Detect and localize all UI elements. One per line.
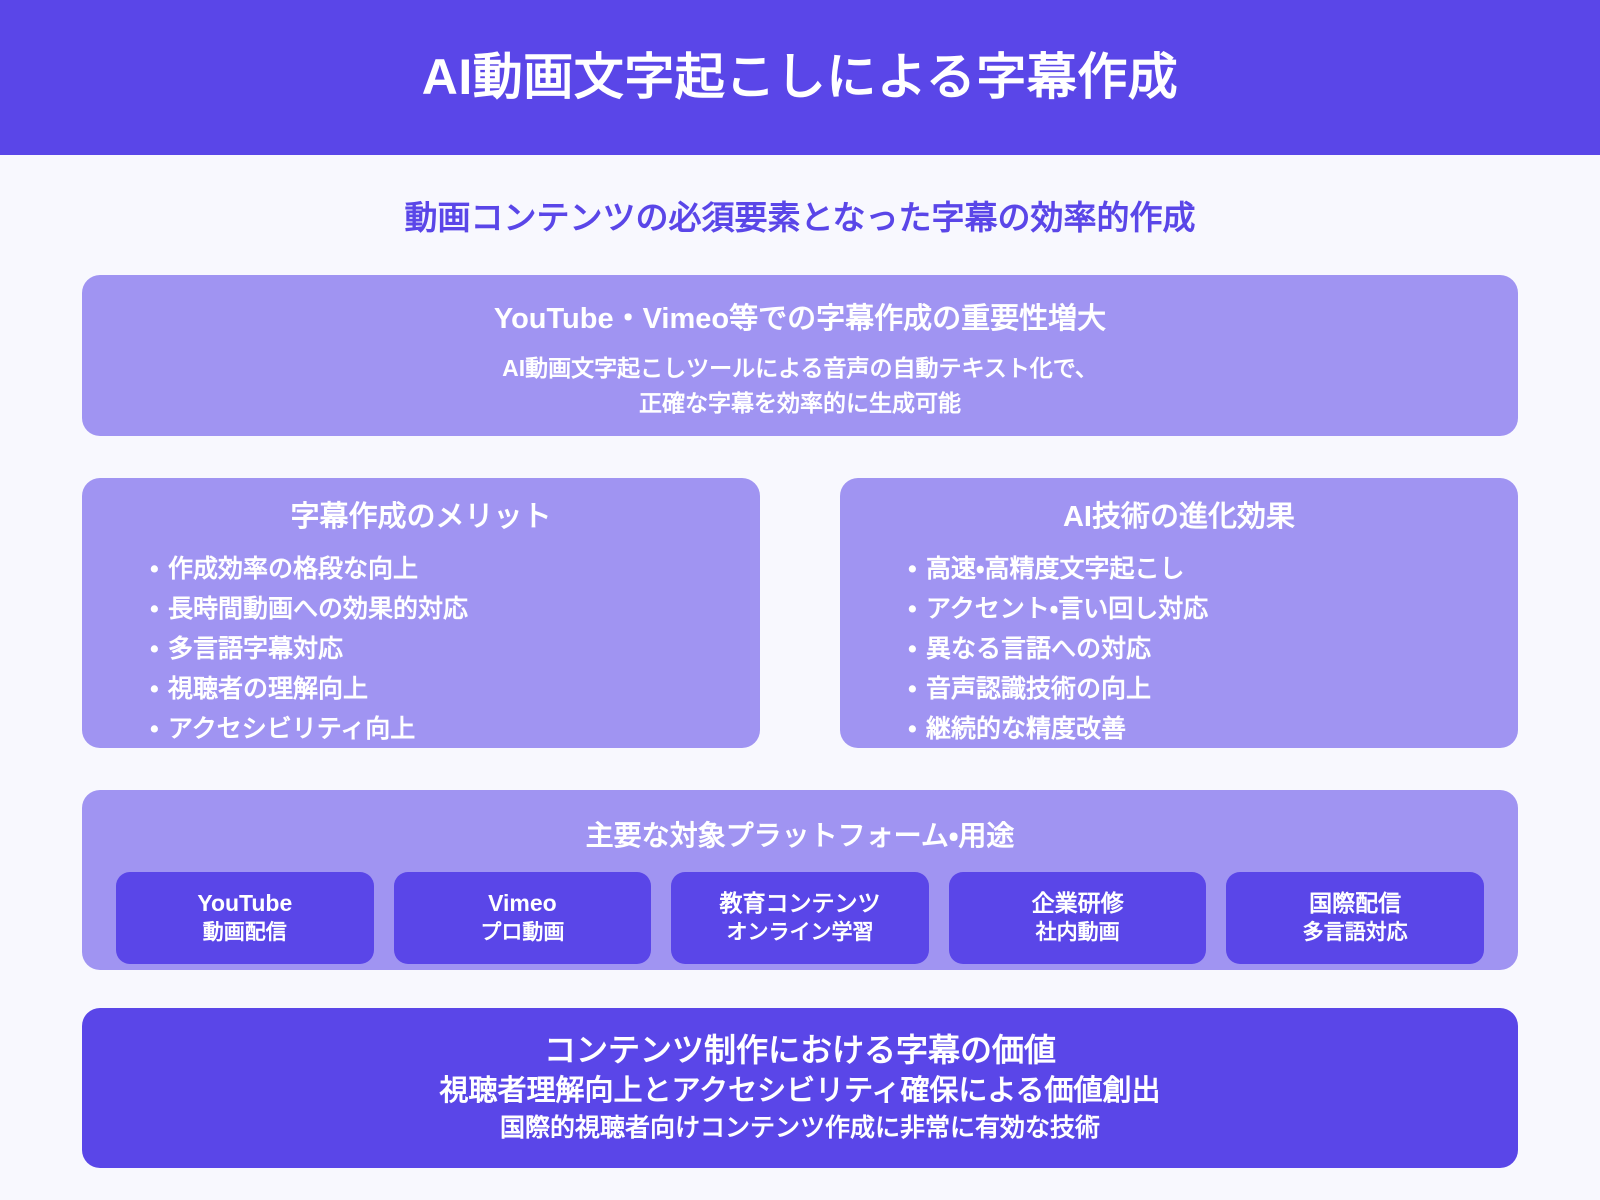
list-item: 継続的な精度改善	[926, 709, 1488, 749]
list-item: 長時間動画への効果的対応	[168, 589, 730, 629]
list-item: 多言語字幕対応	[168, 629, 730, 669]
chip-name: 企業研修	[1031, 890, 1124, 917]
platform-chip-education[interactable]: 教育コンテンツ オンライン学習	[671, 872, 929, 964]
list-item: 音声認識技術の向上	[926, 669, 1488, 709]
ai-effects-card: AI技術の進化効果 高速・高精度文字起こし アクセント・言い回し対応 異なる言語…	[840, 478, 1518, 748]
content-column: YouTube・Vimeo等での字幕作成の重要性増大 AI動画文字起こしツールに…	[82, 275, 1518, 1168]
footer-line-2: 国際的視聴者向けコンテンツ作成に非常に有効な技術	[499, 1113, 1100, 1142]
intro-line-1: AI動画文字起こしツールによる音声の自動テキスト化で、	[502, 354, 1098, 381]
chip-name: YouTube	[197, 890, 293, 917]
footer-line-1: 視聴者理解向上とアクセシビリティ確保による価値創出	[439, 1074, 1161, 1107]
ai-effects-card-title: AI技術の進化効果	[1062, 501, 1295, 533]
intro-line-2: 正確な字幕を効率的に生成可能	[639, 390, 961, 417]
platform-chip-youtube[interactable]: YouTube 動画配信	[116, 872, 374, 964]
benefits-list: 作成効率の格段な向上 長時間動画への効果的対応 多言語字幕対応 視聴者の理解向上…	[112, 549, 730, 749]
platforms-title: 主要な対象プラットフォーム・用途	[585, 820, 1015, 851]
list-item: 視聴者の理解向上	[168, 669, 730, 709]
platform-chip-international[interactable]: 国際配信 多言語対応	[1226, 872, 1484, 964]
chip-name: 国際配信	[1309, 890, 1402, 917]
list-item: 高速・高精度文字起こし	[926, 549, 1488, 589]
platform-chip-vimeo[interactable]: Vimeo プロ動画	[393, 872, 652, 964]
header-banner: AI動画文字起こしによる字幕作成	[0, 0, 1600, 155]
benefits-card-title: 字幕作成のメリット	[290, 501, 552, 533]
list-item: 作成効率の格段な向上	[168, 549, 730, 589]
list-item: アクセシビリティ向上	[168, 709, 730, 749]
ai-effects-list: 高速・高精度文字起こし アクセント・言い回し対応 異なる言語への対応 音声認識技…	[870, 549, 1488, 749]
chip-subtitle: プロ動画	[480, 921, 565, 945]
list-item: 異なる言語への対応	[926, 629, 1488, 669]
intro-heading: YouTube・Vimeo等での字幕作成の重要性増大	[493, 303, 1107, 335]
footer-heading: コンテンツ制作における字幕の価値	[543, 1032, 1056, 1069]
chip-subtitle: 動画配信	[202, 921, 287, 945]
platform-chip-corporate-training[interactable]: 企業研修 社内動画	[948, 872, 1207, 964]
chip-name: Vimeo	[488, 890, 557, 917]
platforms-card: 主要な対象プラットフォーム・用途 YouTube 動画配信 Vimeo プロ動画…	[82, 790, 1518, 970]
chip-subtitle: 多言語対応	[1302, 921, 1408, 945]
list-item: アクセント・言い回し対応	[926, 589, 1488, 629]
subtitle-section: 動画コンテンツの必須要素となった字幕の効率的作成	[0, 155, 1600, 275]
chip-subtitle: 社内動画	[1035, 921, 1120, 945]
intro-card: YouTube・Vimeo等での字幕作成の重要性増大 AI動画文字起こしツールに…	[82, 275, 1518, 436]
footer-card: コンテンツ制作における字幕の価値 視聴者理解向上とアクセシビリティ確保による価値…	[82, 1008, 1518, 1168]
chip-subtitle: オンライン学習	[726, 921, 874, 945]
benefits-card: 字幕作成のメリット 作成効率の格段な向上 長時間動画への効果的対応 多言語字幕対…	[82, 478, 760, 748]
page-title: AI動画文字起こしによる字幕作成	[421, 49, 1179, 105]
chip-name: 教育コンテンツ	[719, 890, 881, 917]
platform-chip-row: YouTube 動画配信 Vimeo プロ動画 教育コンテンツ オンライン学習 …	[116, 872, 1484, 964]
two-column-section: 字幕作成のメリット 作成効率の格段な向上 長時間動画への効果的対応 多言語字幕対…	[82, 478, 1518, 748]
page-subtitle: 動画コンテンツの必須要素となった字幕の効率的作成	[404, 199, 1196, 236]
